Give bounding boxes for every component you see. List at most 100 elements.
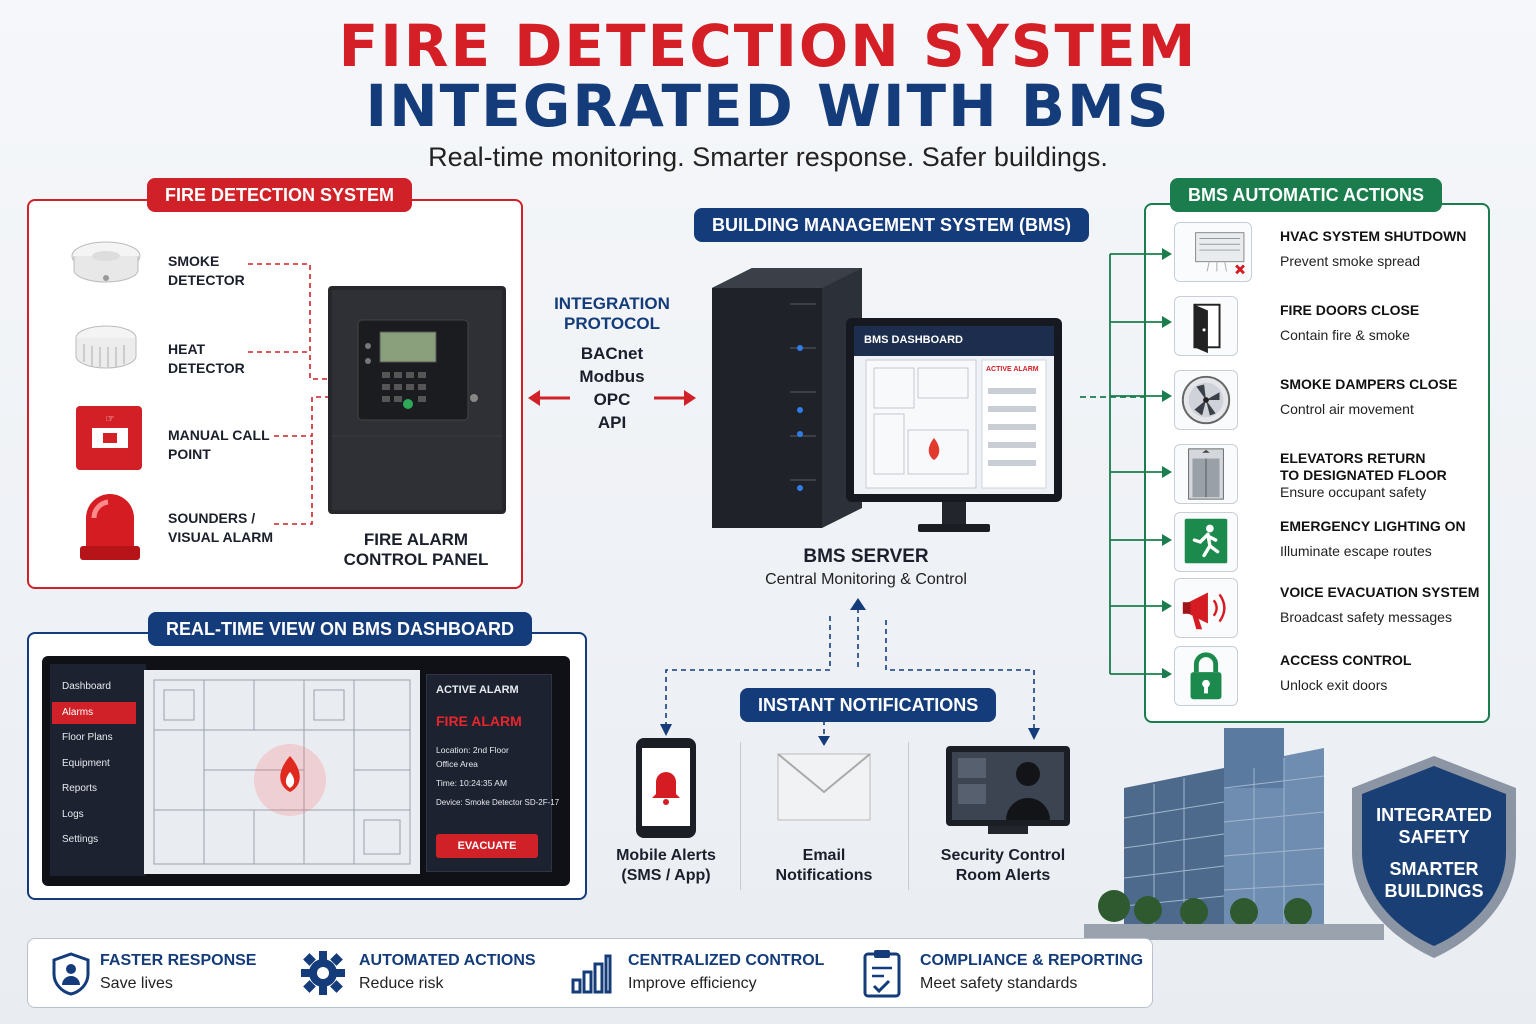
device-label-mcp: MANUAL CALL POINT	[168, 427, 270, 462]
arrow-left-icon	[528, 390, 570, 406]
fire-detection-heading: FIRE DETECTION SYSTEM	[147, 178, 413, 212]
menu-equipment[interactable]: Equipment	[62, 758, 110, 769]
benefit-title-automated-actions: AUTOMATED ACTIONS	[359, 952, 536, 969]
notif-label-email: Email Notifications	[775, 847, 873, 884]
heat-detector-icon	[75, 325, 137, 369]
menu-floor-plans[interactable]: Floor Plans	[62, 732, 113, 743]
menu-logs[interactable]: Logs	[62, 809, 84, 820]
device-label-sounder: SOUNDERS / VISUAL ALARM	[168, 510, 273, 545]
menu-alarms[interactable]: Alarms	[52, 702, 136, 724]
bms-server-caption: BMS SERVER	[803, 546, 929, 567]
action-title-smoke-dampers: SMOKE DAMPERS CLOSE	[1280, 376, 1458, 392]
megaphone-icon	[1174, 578, 1238, 638]
notification-connector-lines	[660, 598, 1040, 746]
benefit-faster-response: FASTER RESPONSE Save lives	[52, 948, 282, 1002]
protocol-bacnet: BACnet	[580, 344, 644, 363]
hvac-unit-icon	[1174, 222, 1252, 282]
padlock-icon	[1174, 646, 1238, 706]
arrow-right-icon	[654, 390, 696, 406]
page-title-line2: INTEGRATED WITH BMS	[365, 72, 1171, 140]
menu-settings[interactable]: Settings	[62, 834, 99, 845]
panel-caption-line2: CONTROL PANEL	[343, 550, 489, 569]
notif-divider-1	[740, 742, 741, 890]
evacuate-button[interactable]: EVACUATE	[436, 834, 538, 858]
benefit-title-centralized-control: CENTRALIZED CONTROL	[628, 952, 825, 969]
benefit-sub-compliance-reporting: Meet safety standards	[920, 975, 1078, 992]
office-building-illustration	[1084, 728, 1384, 940]
notifications-heading: INSTANT NOTIFICATIONS	[740, 688, 997, 722]
smoke-detector-icon	[71, 241, 141, 283]
smartphone-bell-icon	[636, 738, 696, 838]
envelope-icon	[777, 753, 871, 821]
security-monitor-icon	[946, 746, 1070, 834]
exit-sign-icon	[1174, 512, 1238, 572]
clipboard-check-icon	[863, 950, 901, 998]
action-title-emergency-lighting: EMERGENCY LIGHTING ON	[1280, 518, 1466, 534]
actions-heading: BMS AUTOMATIC ACTIONS	[1170, 178, 1442, 212]
dashboard-heading: REAL-TIME VIEW ON BMS DASHBOARD	[148, 612, 532, 646]
benefit-centralized-control: CENTRALIZED CONTROL Improve efficiency	[570, 948, 830, 1002]
bms-server-tower	[712, 268, 862, 528]
action-title-voice-evacuation: VOICE EVACUATION SYSTEM	[1280, 584, 1480, 600]
shield-line3: SMARTER	[1389, 859, 1479, 879]
fire-door-icon	[1174, 296, 1238, 356]
svg-text:☞: ☞	[106, 414, 115, 425]
benefit-sub-automated-actions: Reduce risk	[359, 975, 444, 992]
panel-caption-line1: FIRE ALARM	[363, 530, 469, 549]
action-sub-emergency-lighting: Illuminate escape routes	[1280, 543, 1432, 559]
actions-connector-lines	[1109, 248, 1172, 678]
action-title-fire-doors: FIRE DOORS CLOSE	[1280, 302, 1420, 318]
notif-divider-2	[908, 742, 909, 890]
alarm-title: FIRE ALARM	[436, 713, 522, 729]
monitor-alarm-title: ACTIVE ALARM	[986, 366, 1039, 373]
shield-line2: SAFETY	[1398, 827, 1470, 847]
damper-fan-icon	[1174, 370, 1238, 430]
sounder-beacon-icon	[80, 494, 140, 560]
benefit-sub-faster-response: Save lives	[100, 975, 173, 992]
benefit-title-faster-response: FASTER RESPONSE	[100, 952, 257, 969]
action-sub-hvac: Prevent smoke spread	[1280, 253, 1421, 269]
elevator-icon	[1174, 444, 1238, 504]
device-label-smoke: SMOKE DETECTOR	[168, 253, 245, 288]
fire-alarm-control-panel	[328, 286, 506, 514]
bar-chart-icon	[571, 954, 612, 994]
bms-heading: BUILDING MANAGEMENT SYSTEM (BMS)	[694, 208, 1089, 242]
benefit-title-compliance-reporting: COMPLIANCE & REPORTING	[920, 952, 1144, 969]
protocol-modbus: Modbus	[579, 367, 645, 386]
benefit-compliance-reporting: COMPLIANCE & REPORTING Meet safety stand…	[862, 948, 1144, 1002]
shield-text: INTEGRATED SAFETY SMARTER BUILDINGS	[1364, 804, 1504, 902]
action-sub-access-control: Unlock exit doors	[1280, 677, 1388, 693]
protocol-api: API	[597, 413, 627, 432]
integration-heading: INTEGRATION PROTOCOL	[540, 294, 684, 334]
benefit-sub-centralized-control: Improve efficiency	[628, 975, 757, 992]
notif-label-mobile: Mobile Alerts (SMS / App)	[616, 847, 716, 884]
action-sub-elevators: Ensure occupant safety	[1280, 484, 1427, 500]
device-label-heat: HEAT DETECTOR	[168, 341, 245, 376]
action-title-access-control: ACCESS CONTROL	[1280, 652, 1412, 668]
shield-badge-icon	[1352, 756, 1516, 958]
action-elevators: ELEVATORS RETURN TO DESIGNATED FLOOR Ens…	[1174, 444, 1474, 506]
bms-server-subcaption: Central Monitoring & Control	[765, 571, 967, 588]
gear-icon	[301, 951, 345, 995]
action-access-control: ACCESS CONTROL Unlock exit doors	[1174, 646, 1474, 708]
menu-reports[interactable]: Reports	[62, 783, 98, 794]
alarm-header: ACTIVE ALARM	[436, 684, 519, 696]
integration-heading-line2: PROTOCOL	[563, 314, 661, 333]
integration-heading-line1: INTEGRATION	[554, 294, 670, 313]
bms-monitor	[846, 318, 1062, 532]
protocol-list: BACnet Modbus OPC API	[552, 342, 672, 434]
menu-dashboard[interactable]: Dashboard	[62, 681, 111, 692]
action-sub-voice-evacuation: Broadcast safety messages	[1280, 609, 1452, 625]
device-connector-lines	[248, 263, 332, 525]
action-smoke-dampers: SMOKE DAMPERS CLOSE Control air movement	[1174, 370, 1474, 432]
dashboard-sidebar	[50, 664, 146, 876]
alarm-location: Location: 2nd Floor Office Area	[436, 745, 509, 769]
panel-caption: FIRE ALARM CONTROL PANEL	[318, 530, 514, 570]
notif-label-security: Security Control Room Alerts	[940, 847, 1066, 884]
page-subtitle: Real-time monitoring. Smarter response. …	[428, 142, 1108, 172]
shield-line1: INTEGRATED	[1376, 805, 1492, 825]
action-sub-fire-doors: Contain fire & smoke	[1280, 327, 1410, 343]
action-title-hvac: HVAC SYSTEM SHUTDOWN	[1280, 228, 1467, 244]
action-emergency-lighting: EMERGENCY LIGHTING ON Illuminate escape …	[1174, 512, 1474, 574]
floor-plan-view[interactable]	[144, 670, 420, 874]
